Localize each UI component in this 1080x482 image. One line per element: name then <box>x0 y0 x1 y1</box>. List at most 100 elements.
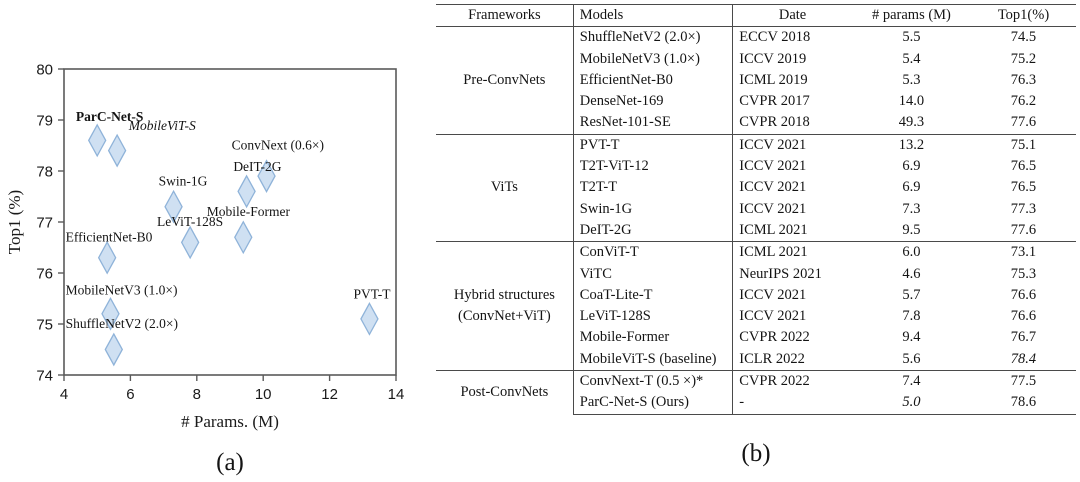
cell-params: 13.2 <box>851 133 971 157</box>
cell-top1: 78.6 <box>970 392 1076 415</box>
x-tick-label: 6 <box>126 386 134 403</box>
data-point-label: LeViT-128S <box>157 214 223 229</box>
cell-params: 7.4 <box>851 370 971 393</box>
cell-top1: 74.5 <box>1010 29 1037 46</box>
cell-params: 14.0 <box>898 93 925 110</box>
y-tick-label: 79 <box>36 113 53 130</box>
data-point-marker <box>234 220 253 255</box>
y-tick-label: 80 <box>36 62 53 79</box>
cell-params: 5.4 <box>902 50 921 67</box>
cell-model: ConViT-T <box>573 241 734 264</box>
data-point-marker <box>104 332 124 367</box>
cell-params: 7.3 <box>902 200 921 217</box>
cell-model: DenseNet-169 <box>573 91 734 113</box>
framework-group-name: Hybrid structures <box>453 286 555 303</box>
cell-params: 9.5 <box>902 221 921 238</box>
cell-params: 5.3 <box>902 71 921 88</box>
cell-model: ViTC <box>573 263 734 285</box>
cell-date: ICML 2019 <box>739 71 808 88</box>
data-point-label: Mobile-Former <box>207 204 291 219</box>
data-point-marker <box>180 225 200 260</box>
cell-model: EfficientNet-B0 <box>573 69 734 92</box>
cell-date: ICCV 2021 <box>732 133 852 157</box>
cell-params: 5.7 <box>902 286 921 303</box>
cell-date: ECCV 2018 <box>739 29 811 46</box>
y-tick-label: 75 <box>36 317 53 334</box>
cell-date: CVPR 2022 <box>732 370 852 393</box>
cell-top1: 75.3 <box>1010 265 1037 282</box>
cell-date: ICML 2021 <box>739 221 808 238</box>
cell-top1: 76.3 <box>1010 71 1037 88</box>
x-tick-label: 8 <box>193 386 201 403</box>
data-point-label: ShuffleNetV2 (2.0×) <box>66 316 178 331</box>
data-point-marker <box>101 296 120 331</box>
cell-date: ICLR 2022 <box>739 350 805 367</box>
data-point-marker <box>164 189 183 224</box>
data-point-label: ConvNext (0.6×) <box>232 138 324 153</box>
cell-date: ICCV 2019 <box>739 50 807 67</box>
cell-params: 9.4 <box>902 329 921 346</box>
cell-top1: 76.5 <box>1010 158 1037 175</box>
cell-date: ICCV 2021 <box>739 200 807 217</box>
cell-date: CVPR 2022 <box>739 329 810 346</box>
cell-top1: 76.6 <box>1010 286 1037 303</box>
data-point-label: Swin-1G <box>159 173 208 188</box>
cell-top1: 75.2 <box>1010 50 1037 67</box>
data-point-marker <box>87 123 107 158</box>
cell-date: ICML 2021 <box>732 241 852 264</box>
header-models: Models <box>573 3 734 28</box>
table-row: Post-ConvNets ConvNext-T (0.5 ×)*CVPR 202… <box>436 370 1076 415</box>
cell-top1: 73.1 <box>970 241 1076 264</box>
framework-group-cell: ViTs <box>436 133 574 242</box>
cell-top1: 77.5 <box>970 370 1076 393</box>
cell-model: ShuffleNetV2 (2.0×) <box>573 26 734 49</box>
cell-model: ConvNext-T (0.5 ×)* <box>573 370 734 393</box>
cell-params: 49.3 <box>898 114 925 131</box>
cell-model: T2T-T <box>573 177 734 199</box>
cell-model: ParC-Net-S (Ours) <box>573 392 734 415</box>
cell-date: ICCV 2021 <box>739 308 807 325</box>
y-tick-label: 78 <box>36 164 53 181</box>
x-tick-label: 12 <box>321 386 338 403</box>
framework-group-name-line2: (ConvNet+ViT) <box>458 308 551 325</box>
data-point-label: PVT-T <box>354 287 392 302</box>
cell-params: 5.0 <box>851 392 971 415</box>
panel-a-caption: (a) <box>216 449 244 476</box>
data-point-label: MobileViT-S <box>128 118 196 133</box>
cell-model: LeViT-128S <box>573 306 734 328</box>
y-tick-label: 77 <box>36 215 53 232</box>
data-point-label: DeIT-2G <box>233 159 281 174</box>
data-point-marker <box>237 174 256 209</box>
x-tick-label: 4 <box>60 386 68 403</box>
cell-params: 5.6 <box>902 350 921 367</box>
header-params: # params (M) <box>851 3 971 28</box>
cell-top1: 76.7 <box>1010 329 1037 346</box>
data-point-label: ParC-Net-S <box>76 109 143 124</box>
framework-group-cell: Pre-ConvNets <box>436 26 574 135</box>
cell-params: 7.8 <box>902 308 921 325</box>
data-point-marker <box>107 133 127 168</box>
cell-top1: 75.1 <box>970 133 1076 157</box>
y-axis-title: Top1 (%) <box>5 190 24 254</box>
cell-params: 6.9 <box>902 158 921 175</box>
framework-group-name: Post-ConvNets <box>460 383 549 400</box>
cell-params: 6.0 <box>851 241 971 264</box>
panel-b-caption: (b) <box>741 440 771 467</box>
data-point-marker <box>97 240 117 275</box>
data-point-marker <box>257 159 276 193</box>
cell-date: CVPR 2018 <box>739 114 810 131</box>
y-tick-label: 76 <box>36 266 53 283</box>
cell-model: Swin-1G <box>573 198 734 220</box>
cell-top1: 77.6 <box>1010 221 1037 238</box>
